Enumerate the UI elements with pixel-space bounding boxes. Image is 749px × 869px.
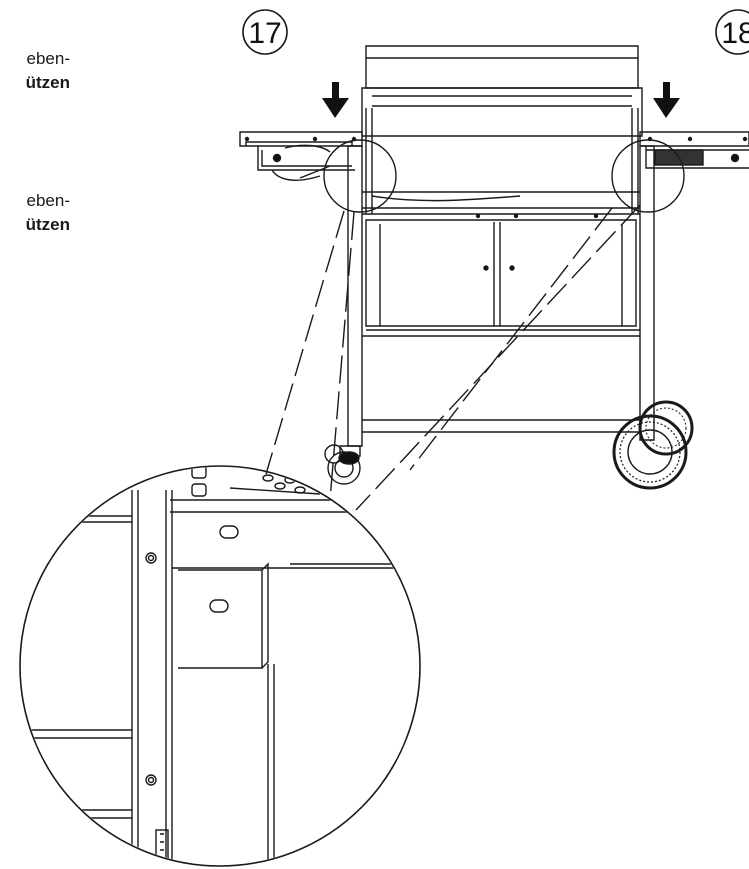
right-wheel: [612, 400, 694, 490]
left-side-table: [239, 131, 363, 181]
cabinet: [362, 219, 640, 433]
callout-18-number: 18: [721, 17, 749, 50]
instruction-text-2-line2: ützen: [25, 215, 70, 234]
instruction-text-1-line2: ützen: [25, 73, 70, 92]
callout-17-number: 17: [248, 17, 281, 50]
instruction-text-2-line1: eben-: [26, 191, 70, 210]
down-arrow-right-icon: [653, 82, 680, 118]
left-caster: [324, 444, 361, 485]
instruction-text-2: eben- ützen: [0, 189, 70, 237]
detail-marker-left: [323, 139, 397, 213]
callout-18: 18: [715, 9, 749, 55]
grill-lid: [361, 45, 643, 214]
down-arrow-left-icon: [322, 82, 349, 118]
instruction-text-1-line1: eben-: [26, 49, 70, 68]
instruction-text-1: eben- ützen: [0, 47, 70, 95]
grill-frame: [347, 145, 655, 447]
zoom-detail: [19, 465, 421, 867]
callout-17: 17: [242, 9, 288, 55]
detail-leader-lines: [265, 204, 641, 511]
detail-marker-right: [611, 139, 685, 213]
right-side-table: [639, 131, 749, 169]
